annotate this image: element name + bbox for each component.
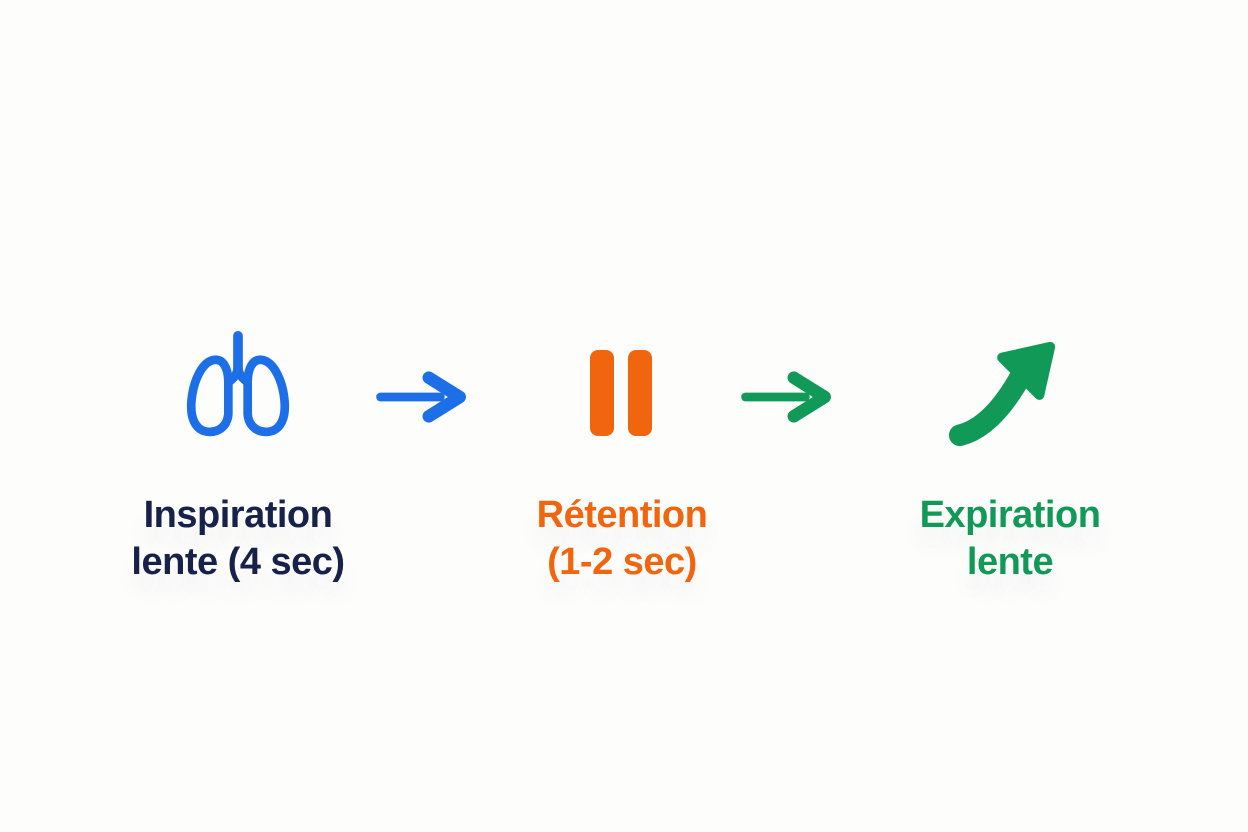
step-label-line2: lente <box>966 541 1054 583</box>
step-label-line2: (1-2 sec) <box>547 541 697 583</box>
step-label-line1: Expiration <box>919 494 1101 536</box>
pause-icon <box>590 350 652 436</box>
step-label-expiration: Expiration lente <box>850 492 1170 586</box>
step-label-line1: Rétention <box>536 494 708 536</box>
step-label-retention: Rétention (1-2 sec) <box>462 492 782 586</box>
pause-bar-left <box>590 350 614 436</box>
step-label-line1: Inspiration <box>143 494 333 536</box>
pause-bar-right <box>628 350 652 436</box>
lungs-icon <box>186 330 290 437</box>
step-label-inspiration: Inspiration lente (4 sec) <box>78 492 398 586</box>
arrow-right-icon <box>741 371 831 423</box>
arrow-right-icon <box>376 371 466 423</box>
step-label-line2: lente (4 sec) <box>131 541 345 583</box>
arrow-up-right-icon <box>948 341 1056 447</box>
